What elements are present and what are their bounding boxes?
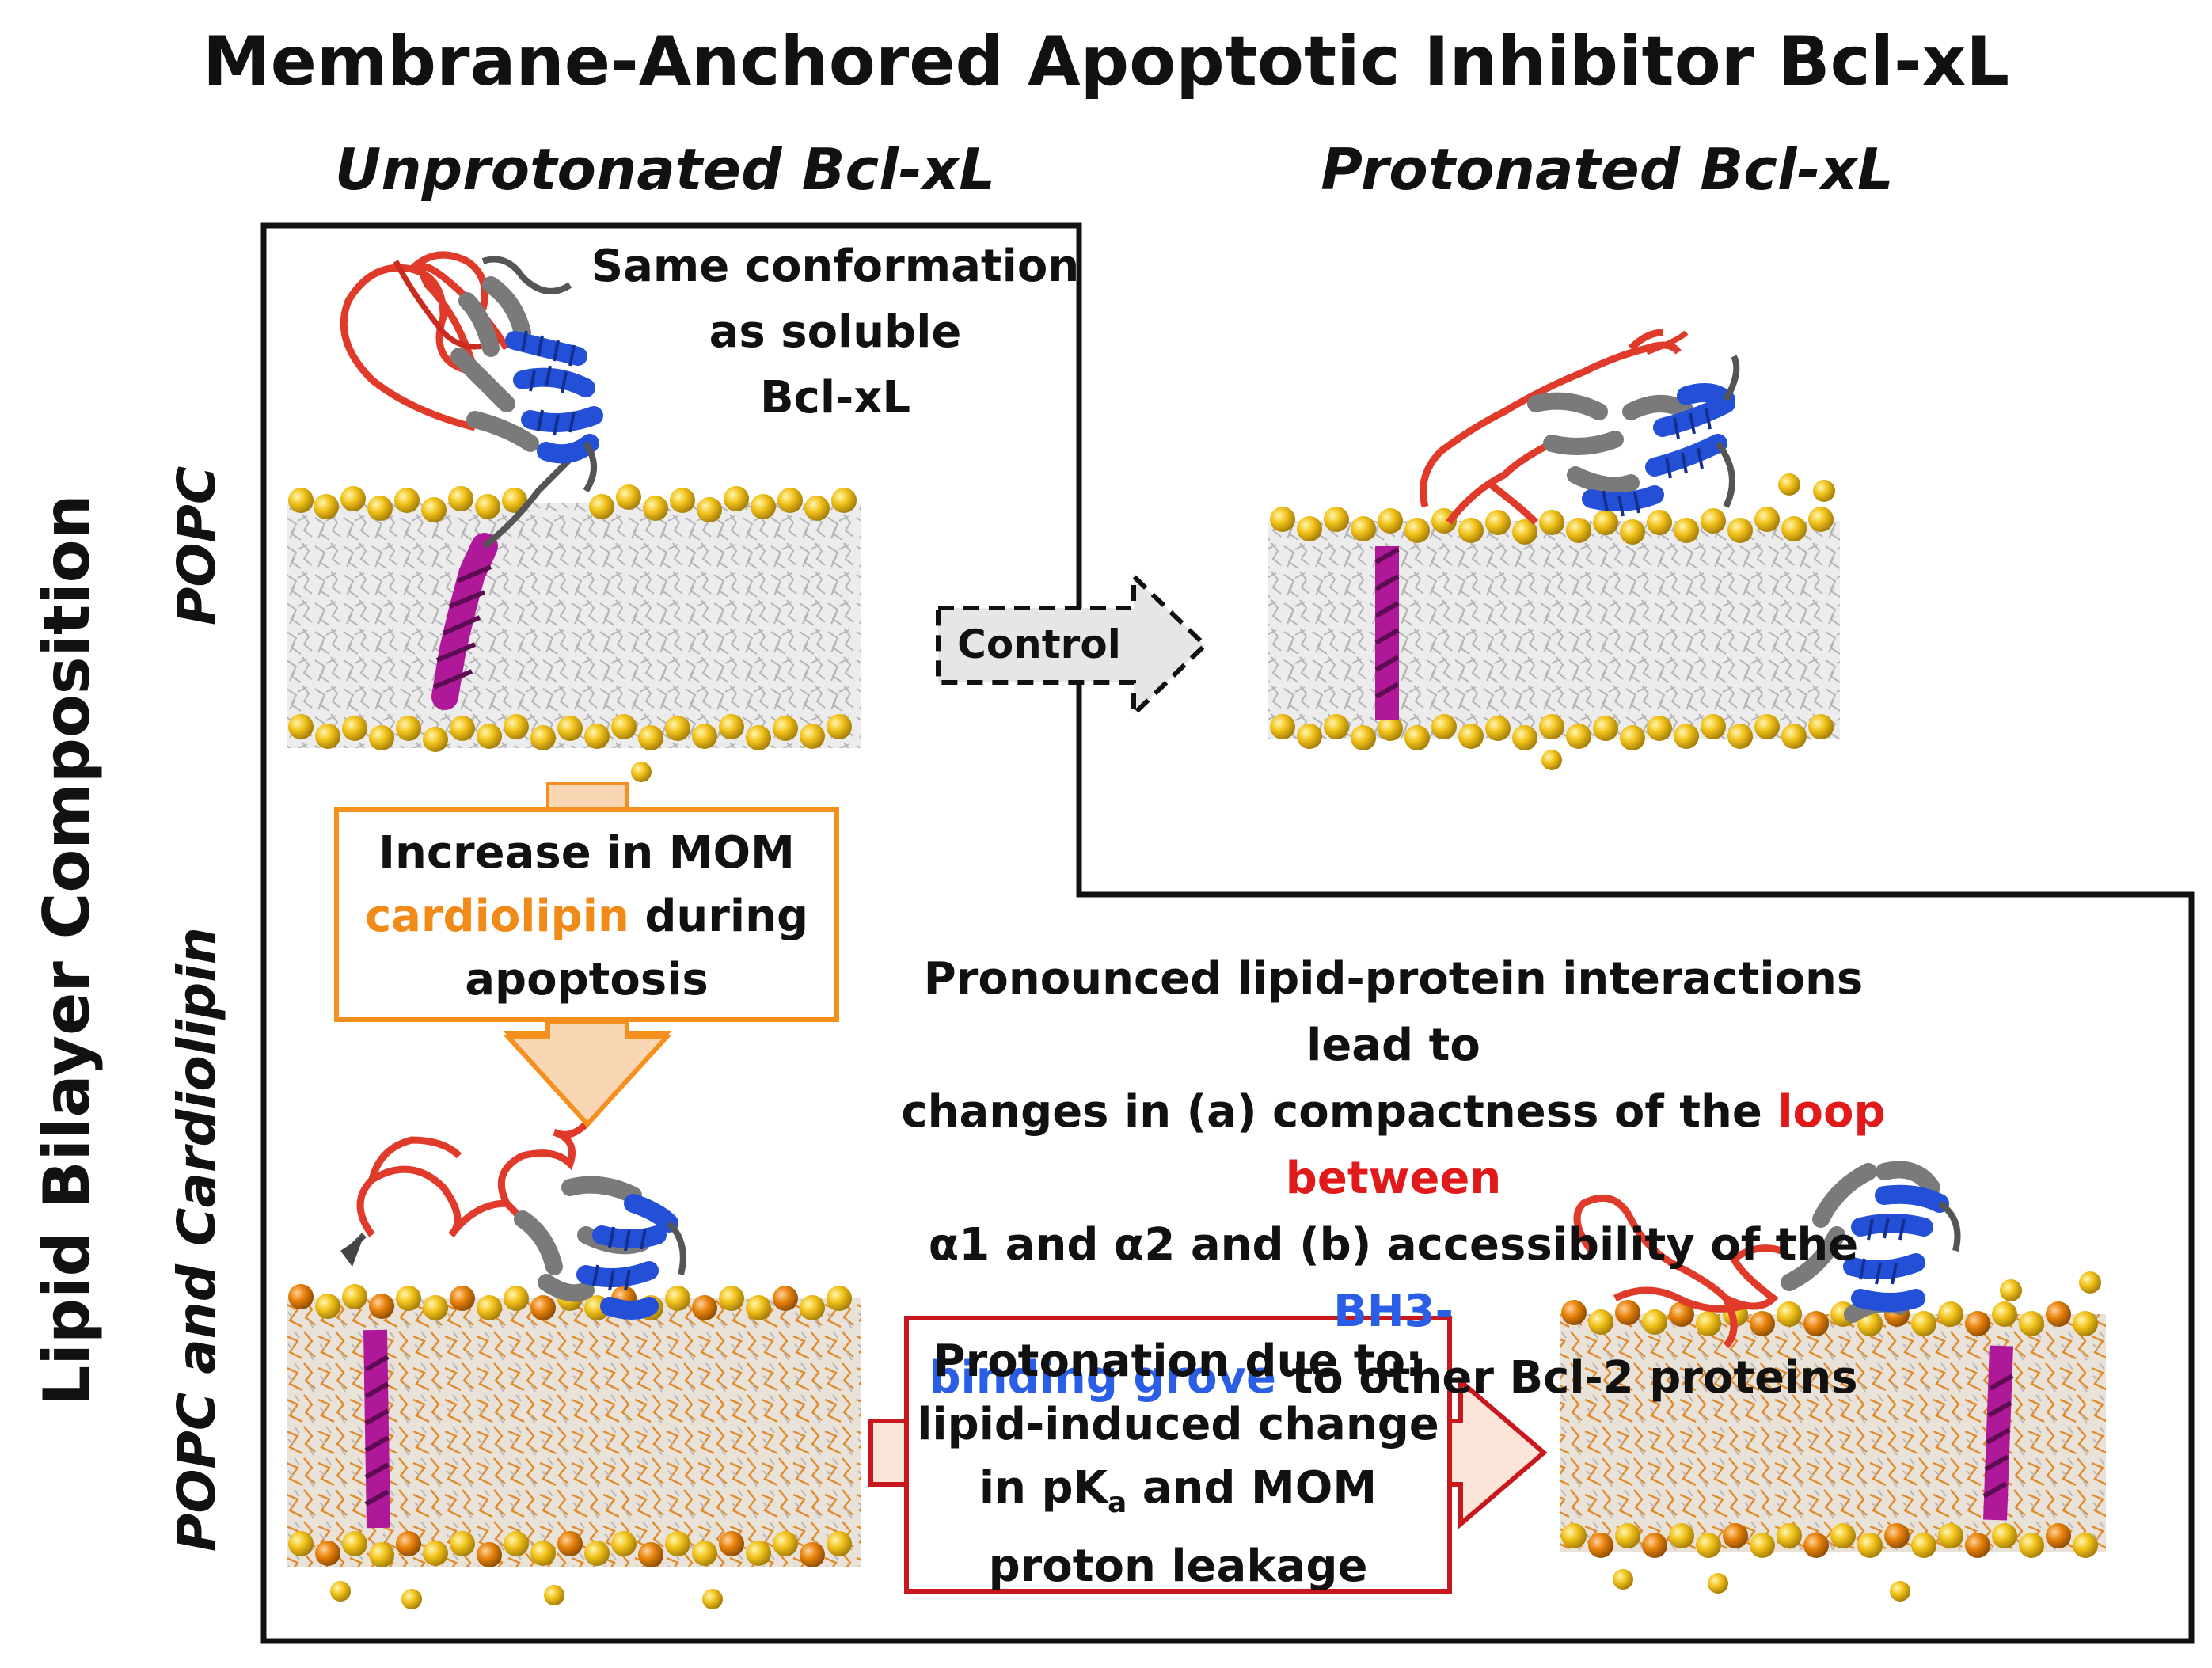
protein-cardiolipin-unprotonated xyxy=(340,1121,686,1320)
column-header-protonated: Protonated Bcl-xL xyxy=(1321,136,1894,203)
cardiolipin-word: cardiolipin xyxy=(364,891,629,942)
protonation-arrow xyxy=(868,1316,1548,1594)
membrane-cardiolipin-unprotonated xyxy=(287,1284,861,1609)
bh3-grove-highlight: binding grove xyxy=(929,1352,1276,1404)
loop-highlight: loop between xyxy=(1285,1086,1886,1204)
figure-title: Membrane-Anchored Apoptotic Inhibitor Bc… xyxy=(202,22,2010,101)
protein-popc-protonated xyxy=(1420,329,1740,526)
control-arrow-label: Control xyxy=(957,621,1121,667)
membrane-cardiolipin-protonated xyxy=(1560,1271,2106,1602)
protein-cardiolipin-protonated xyxy=(1573,1161,1961,1349)
same-conformation-note: Same conformation as soluble Bcl-xL xyxy=(591,241,1080,424)
membrane-popc-protonated xyxy=(1268,473,1840,770)
cardiolipin-box-text: Increase in MOM cardiolipin during apopt… xyxy=(364,827,809,1005)
cardiolipin-arrow xyxy=(334,782,839,1128)
control-arrow xyxy=(936,570,1209,720)
panel-frame xyxy=(260,222,2195,1644)
interactions-note: Pronounced lipid-protein interactions le… xyxy=(901,953,1886,1404)
membrane-popc-unprotonated xyxy=(287,457,861,782)
protonation-box-text: Protonation due to: lipid-induced change… xyxy=(917,1336,1439,1593)
protein-popc-unprotonated xyxy=(340,251,603,493)
column-header-unprotonated: Unprotonated Bcl-xL xyxy=(334,136,996,203)
